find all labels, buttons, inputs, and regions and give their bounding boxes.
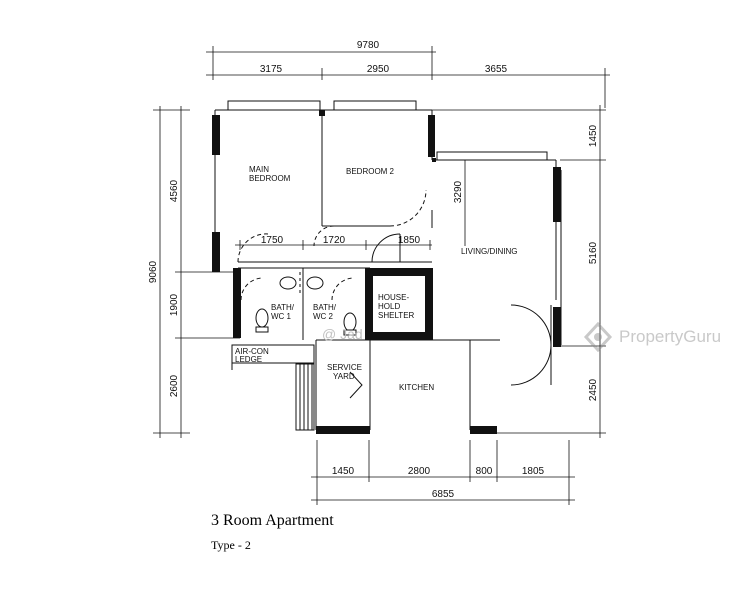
dim-inner-1: 1750 xyxy=(261,235,284,246)
plan-subtitle: Type - 2 xyxy=(211,538,251,552)
dim-top-1: 3175 xyxy=(260,64,283,75)
dim-left-total: 9060 xyxy=(148,260,159,283)
dim-bottom-2: 2800 xyxy=(408,466,431,477)
dim-bottom-3: 800 xyxy=(476,466,493,477)
dim-right-2: 5160 xyxy=(588,241,599,264)
label-bath1-1: BATH/ xyxy=(271,303,295,312)
agent-watermark: @ Jad xyxy=(322,326,363,342)
label-main-bedroom-1: MAIN xyxy=(249,165,269,174)
watermark-brand: PropertyGuru xyxy=(619,327,722,346)
label-shelter-3: SHELTER xyxy=(378,311,415,320)
label-shelter-2: HOLD xyxy=(378,302,400,311)
dim-bottom-1: 1450 xyxy=(332,466,355,477)
label-bath2-2: WC 2 xyxy=(313,312,334,321)
label-bath1-2: WC 1 xyxy=(271,312,292,321)
label-bedroom-2: BEDROOM 2 xyxy=(346,167,395,176)
dimension-labels: 9780 3175 2950 3655 1750 1720 1850 9060 … xyxy=(148,40,599,500)
propertyguru-logo-icon xyxy=(583,322,613,352)
door-swings xyxy=(237,189,552,399)
dim-left-3: 2600 xyxy=(169,374,180,397)
dim-left-2: 1900 xyxy=(169,293,180,316)
label-service-yard-1: SERVICE xyxy=(327,363,362,372)
propertyguru-watermark: PropertyGuru xyxy=(583,322,721,352)
label-living-dining: LIVING/DINING xyxy=(461,247,517,256)
thin-walls xyxy=(214,100,562,431)
dim-bottom-total: 6855 xyxy=(432,489,455,500)
dim-left-1: 4560 xyxy=(169,179,180,202)
thick-walls xyxy=(212,110,561,434)
dimension-lines xyxy=(153,46,610,505)
label-main-bedroom-2: BEDROOM xyxy=(249,174,291,183)
plan-title: 3 Room Apartment xyxy=(211,512,334,529)
dim-bottom-4: 1805 xyxy=(522,466,545,477)
label-aircon-1: AIR-CON xyxy=(235,347,269,356)
dim-living-inner: 3290 xyxy=(453,180,464,203)
dim-overall-width: 9780 xyxy=(357,40,380,51)
label-aircon-2: LEDGE xyxy=(235,355,262,364)
bath-fixtures xyxy=(255,272,357,336)
label-shelter-1: HOUSE- xyxy=(378,293,409,302)
dim-inner-2: 1720 xyxy=(323,235,346,246)
dim-inner-3: 1850 xyxy=(398,235,421,246)
dim-top-3: 3655 xyxy=(485,64,508,75)
label-bath2-1: BATH/ xyxy=(313,303,337,312)
dim-top-2: 2950 xyxy=(367,64,390,75)
dim-right-1: 1450 xyxy=(588,124,599,147)
room-labels: MAIN BEDROOM BEDROOM 2 LIVING/DINING BAT… xyxy=(235,165,517,392)
label-service-yard-2: YARD xyxy=(333,372,355,381)
label-kitchen: KITCHEN xyxy=(399,383,434,392)
dim-right-3: 2450 xyxy=(588,378,599,401)
